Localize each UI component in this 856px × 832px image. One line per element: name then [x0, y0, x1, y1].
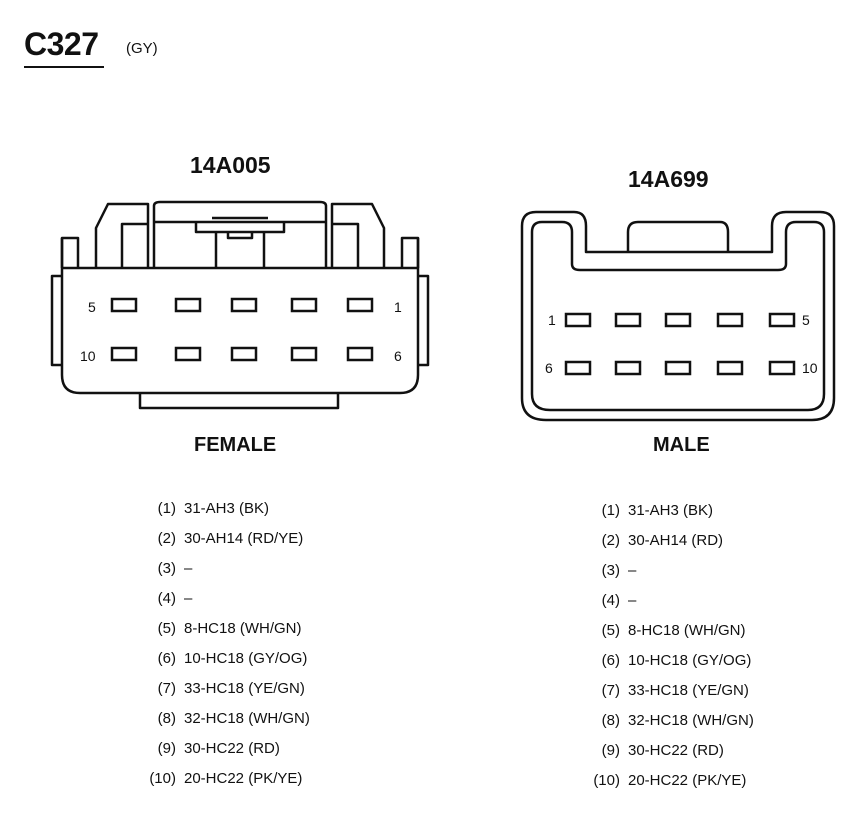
male-pin-index: (5): [601, 622, 620, 639]
female-pin-cavities: [110, 297, 374, 362]
male-pin-index: (8): [601, 712, 620, 729]
male-label: MALE: [653, 434, 710, 456]
male-pin-circuit: 30-HC22 (RD): [628, 742, 724, 759]
female-pin-circuit: 30-AH14 (RD/YE): [184, 530, 304, 547]
female-label: FEMALE: [194, 434, 277, 456]
female-pin-index: (6): [157, 650, 176, 667]
connector-id: C327: [24, 26, 99, 62]
female-pin-index: (10): [149, 770, 176, 787]
female-part-number: 14A005: [190, 152, 271, 178]
male-pin-label-bottom-left: 6: [545, 360, 553, 376]
female-connector-body: [50, 200, 430, 410]
female-pin-circuit: 10-HC18 (GY/OG): [184, 650, 308, 667]
male-part-number: 14A699: [628, 166, 709, 192]
male-pin-circuit: 10-HC18 (GY/OG): [628, 652, 752, 669]
female-pin-label-top-left: 5: [88, 299, 96, 315]
male-pin-circuit: 8-HC18 (WH/GN): [628, 622, 746, 639]
title-underline: [24, 66, 104, 68]
male-pin-label-top-left: 1: [548, 312, 556, 328]
male-pin-circuit: 33-HC18 (YE/GN): [628, 682, 749, 699]
male-pin-index: (2): [601, 532, 620, 549]
male-pin-label-top-right: 5: [802, 312, 810, 328]
male-pin-index: (6): [601, 652, 620, 669]
male-pin-index: (9): [601, 742, 620, 759]
female-pin-circuit: 8-HC18 (WH/GN): [184, 620, 302, 637]
male-pin-index: (3): [601, 562, 620, 579]
female-pin-circuit: 33-HC18 (YE/GN): [184, 680, 305, 697]
connector-color-code: (GY): [126, 40, 158, 57]
male-connector-body: [520, 210, 836, 422]
female-pin-index: (4): [157, 590, 176, 607]
female-pin-label-bottom-right: 6: [394, 348, 402, 364]
male-pin-circuit: –: [628, 562, 637, 579]
female-pin-circuit: –: [184, 590, 193, 607]
female-pin-index: (5): [157, 620, 176, 637]
male-pin-blades: [564, 312, 796, 376]
female-pin-index: (7): [157, 680, 176, 697]
male-pin-circuit: 30-AH14 (RD): [628, 532, 724, 549]
male-pin-circuit: 20-HC22 (PK/YE): [628, 772, 747, 789]
female-pin-circuit: 32-HC18 (WH/GN): [184, 710, 310, 727]
female-pin-circuit: 30-HC22 (RD): [184, 740, 280, 757]
male-pin-index: (10): [593, 772, 620, 789]
female-pin-circuit: –: [184, 560, 193, 577]
male-pin-circuit: 32-HC18 (WH/GN): [628, 712, 754, 729]
male-pin-index: (7): [601, 682, 620, 699]
female-pin-label-top-right: 1: [394, 299, 402, 315]
female-pin-index: (9): [157, 740, 176, 757]
female-pin-index: (1): [157, 500, 176, 517]
female-pin-circuit: 20-HC22 (PK/YE): [184, 770, 303, 787]
female-pin-label-bottom-left: 10: [80, 348, 96, 364]
male-pin-circuit: 31-AH3 (BK): [628, 502, 714, 519]
male-pin-index: (4): [601, 592, 620, 609]
male-pin-index: (1): [601, 502, 620, 519]
male-pin-label-bottom-right: 10: [802, 360, 818, 376]
female-pin-index: (8): [157, 710, 176, 727]
male-pin-circuit: –: [628, 592, 637, 609]
female-pin-index: (2): [157, 530, 176, 547]
female-pin-circuit: 31-AH3 (BK): [184, 500, 270, 517]
female-pin-index: (3): [157, 560, 176, 577]
